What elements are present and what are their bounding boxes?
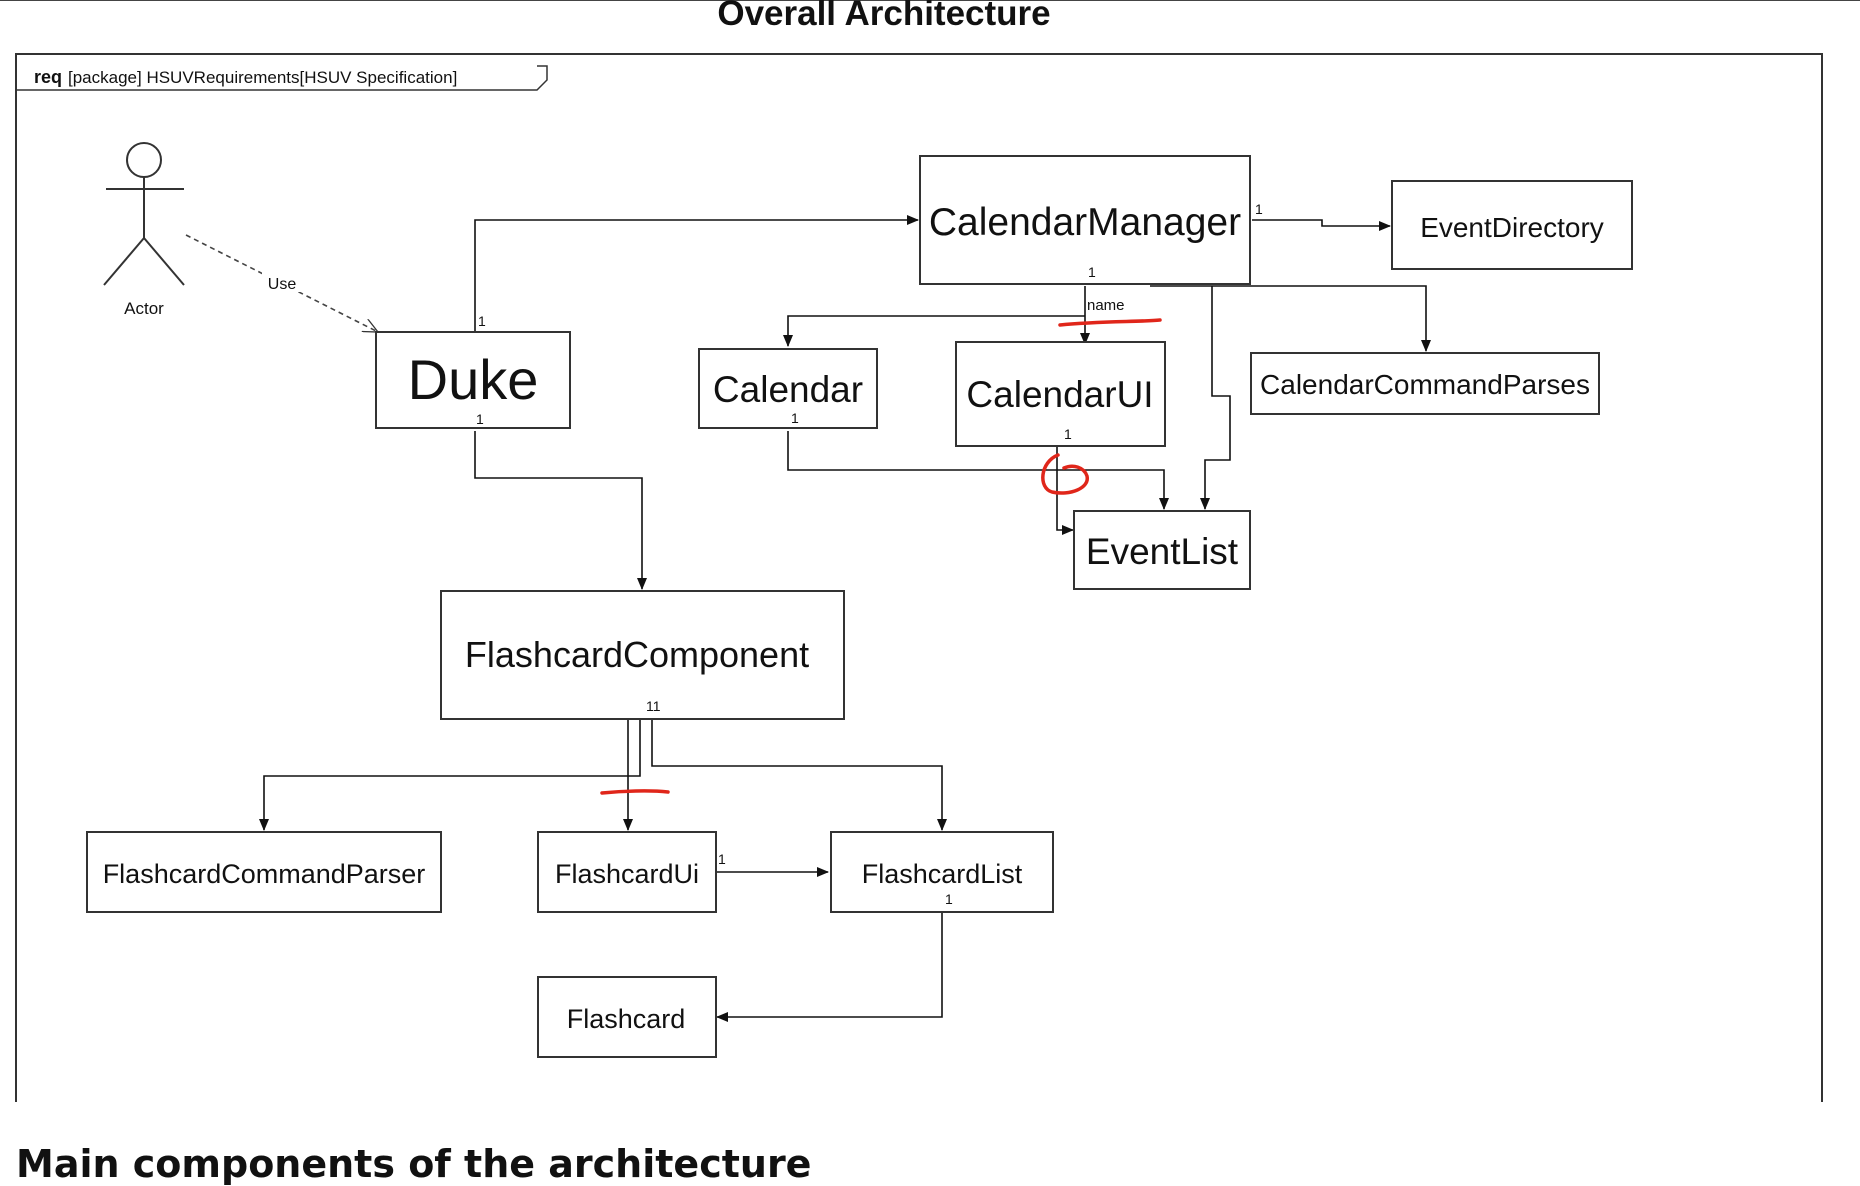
flashcard-class-name: Flashcard (567, 1004, 686, 1034)
multiplicity-label: 1 (1088, 264, 1096, 280)
actor-figure (103, 142, 185, 286)
duke-to-calendar-manager-arrow (474, 215, 919, 334)
flashcard-ui-class-name: FlashcardUi (555, 859, 699, 889)
actor-label: Actor (124, 299, 164, 318)
duke-class-name: Duke (408, 348, 539, 411)
red-loop-mark (1041, 453, 1089, 495)
calendar-manager-to-command-parses-arrow (1150, 285, 1431, 352)
handwritten-annotations (600, 318, 1162, 795)
calendar-manager-class-name: CalendarManager (929, 201, 1241, 244)
multiplicity-label: 1 (1255, 201, 1263, 217)
flashcard-component-to-command-parser-arrow (259, 720, 641, 831)
calendar-manager-to-event-directory-arrow (1252, 219, 1391, 231)
section-heading: Main components of the architecture (16, 1142, 812, 1186)
red-underline-mark (1058, 318, 1162, 327)
multiplicity-label: 11 (646, 698, 661, 714)
event-directory-class-name: EventDirectory (1420, 212, 1604, 243)
red-strike-mark (600, 789, 670, 795)
use-relation-label: Use (268, 276, 297, 293)
event-directory-class-box (1391, 180, 1633, 270)
calendar-ui-class-name: CalendarUI (966, 374, 1153, 415)
connectors (259, 215, 1431, 1022)
flashcard-command-parser-class-box (86, 831, 442, 913)
flashcard-component-class-box (440, 590, 845, 720)
flashcard-component-class-name: FlashcardComponent (465, 634, 809, 675)
multiplicity-label: 1 (1064, 426, 1072, 442)
diagram-frame: req [package] HSUVRequirements[HSUV Spec… (15, 53, 1823, 1102)
calendar-command-parses-class-name: CalendarCommandParses (1260, 369, 1590, 400)
calendar-class-name: Calendar (713, 369, 863, 410)
frame-keyword: req (34, 67, 62, 87)
calendar-to-event-list-arrow (787, 431, 1169, 510)
calendar-class-box (698, 348, 878, 429)
calendar-manager-to-event-list-arrow (1200, 286, 1231, 510)
top-divider (0, 0, 1860, 1)
flashcard-ui-class-box (537, 831, 717, 913)
page-title: Overall Architecture (717, 0, 1051, 33)
calendar-manager-to-calendar-arrow (783, 315, 1085, 347)
frame-label: [package] HSUVRequirements[HSUV Specific… (68, 68, 457, 87)
flashcard-list-class-name: FlashcardList (862, 859, 1023, 889)
name-edge-label: name (1087, 297, 1125, 314)
multiplicity-label: 1 (478, 313, 486, 329)
calendar-manager-class-box (919, 155, 1251, 285)
event-list-class-box (1073, 510, 1251, 590)
flashcard-component-to-flashcard-list-arrow (651, 720, 947, 831)
calendar-ui-to-event-list-arrow (1056, 447, 1074, 535)
calendar-ui-class-box (955, 341, 1166, 447)
event-list-class-name: EventList (1086, 531, 1239, 572)
multiplicity-label: 1 (945, 891, 953, 907)
flashcard-list-to-flashcard-arrow (716, 912, 943, 1022)
multiplicity-label: 1 (791, 410, 799, 426)
calendar-command-parses-class-box (1250, 352, 1600, 415)
multiplicity-label: 1 (718, 851, 726, 867)
flashcard-command-parser-class-name: FlashcardCommandParser (103, 859, 426, 889)
duke-to-flashcard-component-arrow (474, 431, 647, 590)
multiplicity-label: 1 (476, 411, 484, 427)
flashcard-list-class-box (830, 831, 1054, 913)
flashcard-class-box (537, 976, 717, 1058)
duke-class-box (375, 331, 571, 429)
